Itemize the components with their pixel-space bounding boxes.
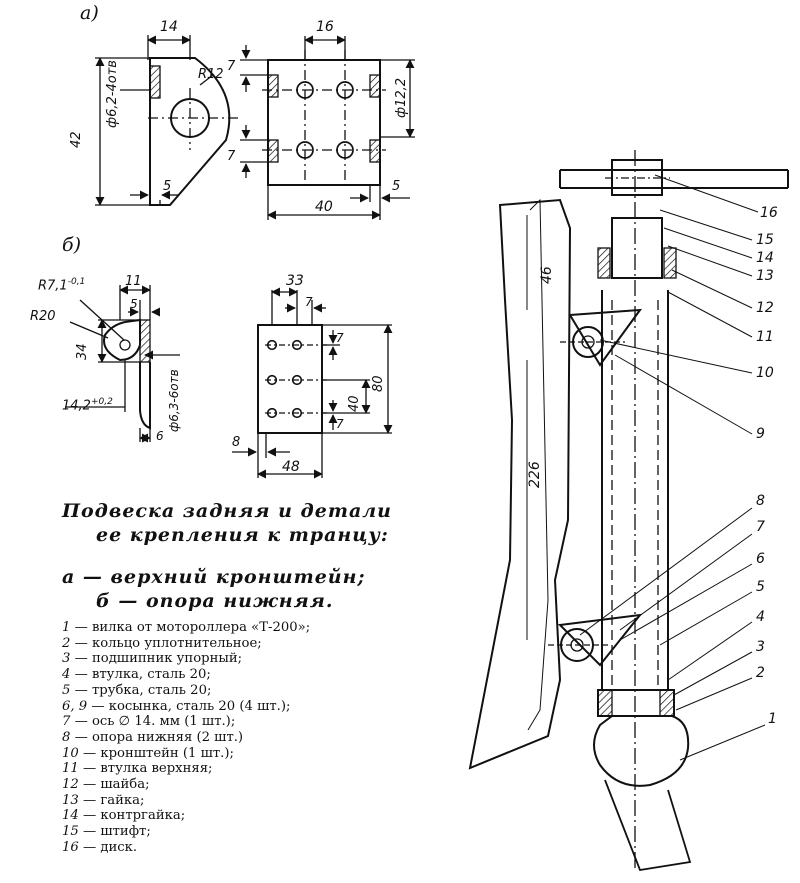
dim-a-hole-dia: ф6,2-4отв [105,60,120,128]
legend-item: 5 — трубка, сталь 20; [62,682,212,698]
bracket-a-front-view [240,35,415,220]
parts-legend: 1 — вилка от мотороллера «Т-200»; 2 — ко… [62,620,310,856]
callout-9: 9 [756,426,765,442]
callout-7: 7 [756,519,765,535]
dim-b-34: 34 [75,343,90,360]
dim-b-6: 6 [156,429,164,443]
callout-10: 10 [756,365,774,381]
legend-item: 15 — штифт; [62,824,151,840]
legend-item: 3 — подшипник упорный; [62,651,243,667]
dim-b-r7-1: R7,1-0,1 [38,277,86,294]
subfigure-label-a: а) [80,2,99,24]
suspension-assembly [468,150,789,872]
support-b-front-view [232,287,393,479]
callout-3: 3 [756,639,765,655]
callout-15: 15 [756,232,774,248]
dim-a-40: 40 [315,199,333,215]
dim-a-7-bottom: 7 [227,149,236,164]
legend-item: 4 — втулка, сталь 20; [62,667,211,683]
legend-item: 11 — втулка верхняя; [62,761,213,777]
dim-b-8: 8 [232,435,241,450]
dim-a-14: 14 [160,19,178,35]
dim-b-11: 11 [125,274,142,289]
dim-b-5: 5 [130,297,138,311]
callout-8: 8 [756,493,765,509]
dim-b-33: 33 [286,273,304,289]
dim-a-7-top: 7 [227,59,236,74]
legend-item: 1 — вилка от мотороллера «Т-200»; [62,620,311,635]
dim-b-7-side: 7 [336,331,344,345]
callout-5: 5 [756,579,765,595]
dim-main-46: 46 [539,266,555,284]
dim-b-r20: R20 [30,309,56,324]
callout-16: 16 [760,205,778,221]
subfigure-label-b: б) [62,234,82,256]
caption-line-3: а — верхний кронштейн; [62,566,366,588]
bracket-a-side-view [95,35,240,206]
dim-a-42: 42 [69,131,84,148]
dim-b-14-2: 14,2+0,2 [62,397,113,414]
legend-item: 7 — ось ∅ 14. мм (1 шт.); [62,714,236,730]
legend-item: 2 — кольцо уплотнительное; [62,635,262,651]
dim-a-dia-12-2: ф12,2 [394,77,409,118]
dim-b-40: 40 [347,395,362,412]
dim-b-7-low: 7 [336,417,344,431]
caption-line-1: Подвеска задняя и детали [62,500,392,522]
dim-main-226: 226 [527,461,543,488]
legend-item: 6, 9 — косынка, сталь 20 (4 шт.); [62,698,291,714]
dim-a-16: 16 [316,19,334,35]
dim-b-80: 80 [371,375,386,392]
legend-item: 13 — гайка; [62,792,145,808]
legend-item: 10 — кронштейн (1 шт.); [62,745,234,761]
callout-6: 6 [756,551,765,567]
dim-a-r12: R12 [198,67,224,82]
dim-b-hole-dia: ф6,3-6отв [167,369,181,432]
legend-item: 12 — шайба; [62,777,150,793]
callout-13: 13 [756,268,774,284]
dim-a-5-side: 5 [163,179,172,194]
legend-item: 14 — контргайка; [62,808,186,824]
callout-14: 14 [756,250,774,266]
callout-2: 2 [756,665,765,681]
callout-leaders [579,174,766,761]
dim-b-48: 48 [282,459,300,475]
callout-12: 12 [756,300,774,316]
callout-11: 11 [756,329,774,345]
caption-line-2: ее крепления к транцу: [96,524,389,546]
callout-4: 4 [756,609,765,625]
dim-a-5-front: 5 [392,179,401,194]
callout-1: 1 [768,711,777,727]
caption-line-4: б — опора нижняя. [96,590,334,612]
legend-item: 16 — диск. [62,839,138,855]
dim-b-7-top: 7 [305,295,313,309]
legend-item: 8 — опора нижняя (2 шт.) [62,729,244,745]
support-b-side-view [65,285,180,443]
